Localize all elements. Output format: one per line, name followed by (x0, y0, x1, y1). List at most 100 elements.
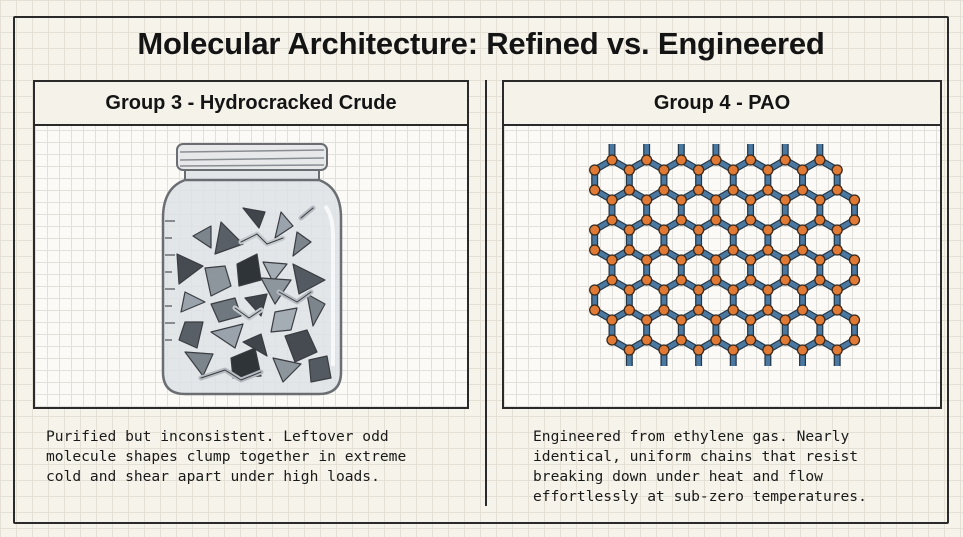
lattice-atom (710, 334, 722, 346)
lattice-atom (762, 304, 774, 316)
lattice-atom (710, 194, 722, 206)
lattice-atom (762, 244, 774, 256)
lattice-atom (814, 154, 826, 166)
lattice-atom (640, 314, 653, 326)
lattice-atom (692, 224, 705, 236)
lattice-atom (796, 164, 809, 176)
lattice-atom (606, 214, 618, 226)
lattice-atom (710, 254, 722, 266)
group4-illustration (504, 126, 940, 407)
lattice-atom (623, 304, 635, 316)
lattice-atom (675, 194, 687, 206)
hexagonal-lattice-icon (589, 144, 861, 366)
lattice-atom (727, 244, 739, 256)
lattice-atom (831, 284, 843, 296)
lattice-atom (658, 244, 670, 256)
lattice-atom (623, 224, 635, 236)
lattice-bonds (591, 144, 858, 366)
lattice-atom (779, 334, 791, 346)
lattice-atom (814, 334, 826, 346)
lattice-atom (779, 194, 791, 206)
lattice-atom (727, 304, 739, 316)
group3-panel: Group 3 - Hydrocracked Crude (33, 80, 469, 409)
lattice-atom (692, 244, 705, 256)
lattice-atom (831, 344, 843, 356)
lattice-atom (658, 164, 670, 176)
lattice-atom (762, 344, 774, 356)
lattice-atom (692, 284, 705, 296)
lattice-atom (589, 184, 601, 196)
group3-heading: Group 3 - Hydrocracked Crude (35, 82, 467, 126)
lattice-atom (779, 254, 791, 266)
lattice-atom (710, 214, 722, 226)
lattice-atom (675, 214, 687, 226)
lattice-atom (779, 274, 791, 286)
lattice-atom (762, 184, 774, 196)
lattice-atom (727, 224, 739, 236)
lattice-atom (848, 314, 861, 326)
group4-caption: Engineered from ethylene gas. Nearly ide… (533, 428, 867, 505)
lattice-atom (623, 184, 635, 196)
page-title: Molecular Architecture: Refined vs. Engi… (137, 26, 825, 61)
lattice-atom (710, 274, 722, 286)
lattice-atom (744, 214, 757, 226)
group4-heading: Group 4 - PAO (504, 82, 940, 126)
lattice-atom (762, 224, 774, 236)
lattice-atom (675, 314, 687, 326)
lattice-atom (640, 214, 653, 226)
lattice-atom (796, 244, 809, 256)
lattice-atom (814, 214, 826, 226)
lattice-atom (831, 304, 843, 316)
lattice-atom (744, 314, 757, 326)
lattice-atom (606, 334, 618, 346)
lattice-atom (589, 284, 601, 296)
lattice-atom (831, 164, 843, 176)
lattice-atom (640, 194, 653, 206)
lattice-atom (727, 184, 739, 196)
lattice-atom (675, 154, 687, 166)
group4-panel: Group 4 - PAO (502, 80, 942, 409)
lattice-atom (831, 244, 843, 256)
lattice-atom (658, 304, 670, 316)
lattice-atom (658, 184, 670, 196)
lattice-atom (640, 254, 653, 266)
lattice-atom (675, 274, 687, 286)
lattice-atom (744, 274, 757, 286)
lattice-atom (762, 284, 774, 296)
lattice-atom (623, 284, 635, 296)
lattice-atom (589, 304, 601, 316)
lattice-atom (640, 334, 653, 346)
lattice-atom (831, 184, 843, 196)
center-divider (485, 80, 487, 506)
lattice-atom (814, 254, 826, 266)
group3-illustration (35, 126, 467, 407)
lattice-atom (640, 154, 653, 166)
lattice-atom (589, 244, 601, 256)
lattice-atom (848, 214, 861, 226)
lattice-atom (744, 194, 757, 206)
lattice-atom (779, 214, 791, 226)
lattice-atom (796, 184, 809, 196)
lattice-atom (710, 154, 722, 166)
lattice-atom (623, 164, 635, 176)
lattice-atom (675, 334, 687, 346)
lattice-atom (814, 274, 826, 286)
lattice-atom (710, 314, 722, 326)
lattice-atom (606, 194, 618, 206)
lattice-atom (727, 284, 739, 296)
lattice-atom (606, 154, 618, 166)
lattice-atom (796, 304, 809, 316)
lattice-atom (675, 254, 687, 266)
lattice-atom (744, 254, 757, 266)
lattice-atom (606, 254, 618, 266)
lattice-atom (848, 194, 861, 206)
lattice-atom (658, 284, 670, 296)
lattice-atom (744, 334, 757, 346)
lattice-atom (658, 224, 670, 236)
lattice-atom (692, 344, 705, 356)
lattice-atom (779, 154, 791, 166)
lattice-atom (744, 154, 757, 166)
lattice-atom (623, 244, 635, 256)
lattice-atom (762, 164, 774, 176)
